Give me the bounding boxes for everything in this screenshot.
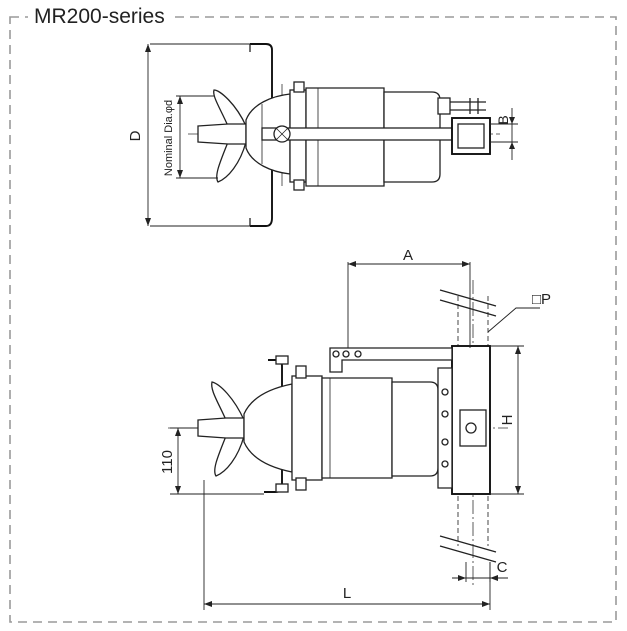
- side-motor-body: [321, 377, 393, 479]
- label-b: B: [495, 115, 511, 124]
- label-l: L: [343, 585, 351, 602]
- post-break-upper: [439, 289, 497, 317]
- arm-hole-3: [354, 350, 362, 358]
- post-clamp-bolt: [465, 422, 477, 434]
- side-guard-bottom-bolt: [275, 483, 289, 493]
- top-cable-gland: [437, 97, 451, 115]
- side-view: A □P H 110 C L: [159, 247, 551, 610]
- label-d: D: [127, 130, 144, 141]
- top-propeller-lower-blade: [216, 141, 247, 183]
- arm-hole-2: [342, 350, 350, 358]
- side-motor-rear: [391, 381, 439, 477]
- side-rear-plate: [437, 367, 453, 489]
- leader-p: [487, 307, 540, 333]
- top-flange-lower-lug: [293, 179, 305, 191]
- label-p: □P: [532, 291, 551, 308]
- top-propeller-hub: [197, 123, 247, 145]
- label-c: C: [497, 559, 508, 576]
- label-nominal-dia: Nominal Dia.φd: [163, 100, 175, 176]
- side-bell-housing: [243, 383, 293, 473]
- top-bracket-inner: [457, 123, 485, 149]
- top-propeller-upper-blade: [213, 89, 248, 127]
- side-propeller-upper-blade: [211, 381, 246, 421]
- frame-title: MR200-series: [28, 4, 171, 30]
- label-a: A: [403, 247, 413, 264]
- side-propeller-hub: [197, 417, 245, 439]
- side-flange-lower-lug: [295, 477, 307, 491]
- dashed-frame: [9, 16, 617, 623]
- side-propeller-lower-blade: [214, 435, 245, 477]
- label-h: H: [499, 415, 516, 426]
- side-guard-top-bolt: [275, 355, 289, 365]
- post-break-lower: [439, 535, 497, 563]
- arm-hole-1: [332, 350, 340, 358]
- top-flange-upper-lug: [293, 81, 305, 93]
- post-clamp: [459, 409, 487, 447]
- label-110: 110: [159, 450, 176, 474]
- top-cable: [450, 98, 486, 114]
- top-view: D Nominal Dia.φd B: [127, 43, 518, 227]
- side-flange-upper-lug: [295, 365, 307, 379]
- side-flange: [291, 375, 323, 481]
